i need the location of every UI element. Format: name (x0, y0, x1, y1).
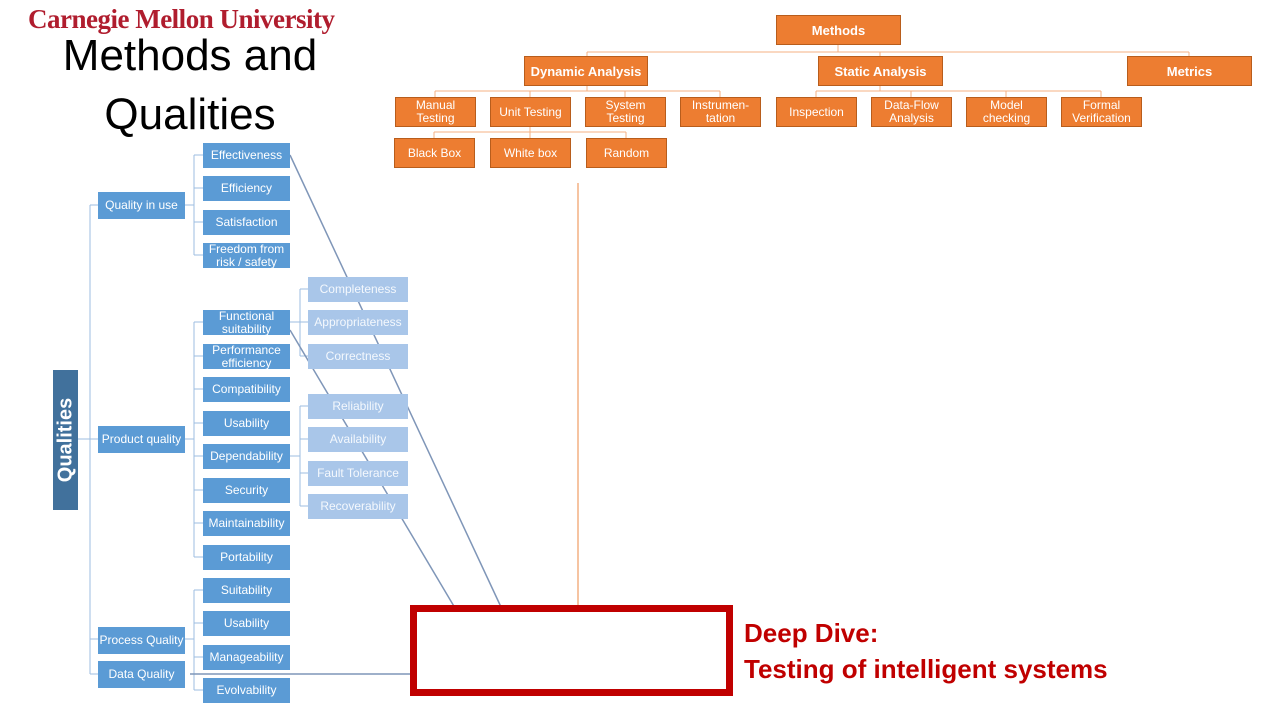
quality-item-freedom-from-risk: Freedom from risk / safety (203, 242, 290, 268)
sub-item-fault-tolerance: Fault Tolerance (308, 461, 408, 486)
quality-item-maintainability: Maintainability (203, 511, 290, 536)
quality-item-satisfaction: Satisfaction (203, 210, 290, 235)
quality-item-security: Security (203, 478, 290, 503)
quality-item-portability: Portability (203, 545, 290, 570)
method-tree-connectors (433, 44, 1190, 138)
static-analysis-box: Static Analysis (818, 56, 943, 86)
method-data-flow-analysis: Data-Flow Analysis (871, 97, 952, 127)
quality-in-use-box: Quality in use (98, 192, 185, 219)
qualities-root-label: Qualities (54, 397, 76, 483)
process-item-usability: Usability (203, 611, 290, 636)
metrics-box: Metrics (1127, 56, 1252, 86)
page-title: Methods and Qualities (40, 26, 340, 144)
quality-item-compatibility: Compatibility (203, 377, 290, 402)
method-unit-testing: Unit Testing (490, 97, 571, 127)
quality-tree-connectors (78, 154, 308, 691)
deep-dive-box (410, 605, 733, 696)
sub-item-availability: Availability (308, 427, 408, 452)
process-item-suitability: Suitability (203, 578, 290, 603)
deep-dive-line-2: Testing of intelligent systems (744, 654, 1108, 684)
method-white-box: White box (490, 138, 571, 168)
sub-item-completeness: Completeness (308, 277, 408, 302)
product-quality-box: Product quality (98, 426, 185, 453)
process-quality-box: Process Quality (98, 627, 185, 654)
quality-item-dependability: Dependability (203, 444, 290, 469)
method-inspection: Inspection (776, 97, 857, 127)
data-quality-box: Data Quality (98, 661, 185, 688)
sub-item-appropriateness: Appropriateness (308, 310, 408, 335)
title-line-2: Qualities (104, 90, 276, 139)
method-model-checking: Model checking (966, 97, 1047, 127)
quality-item-usability: Usability (203, 411, 290, 436)
methods-root-box: Methods (776, 15, 901, 45)
university-logo: Carnegie Mellon University (28, 4, 335, 34)
quality-item-effectiveness: Effectiveness (203, 143, 290, 168)
sub-item-recoverability: Recoverability (308, 494, 408, 519)
process-item-evolvability: Evolvability (203, 678, 290, 703)
quality-item-efficiency: Efficiency (203, 176, 290, 201)
deep-dive-text: Deep Dive: Testing of intelligent system… (744, 615, 1108, 687)
method-black-box: Black Box (394, 138, 475, 168)
method-instrumentation: Instrumen-tation (680, 97, 761, 127)
qualities-root: Qualities (53, 370, 78, 510)
process-item-manageability: Manageability (203, 645, 290, 670)
deep-dive-line-1: Deep Dive: (744, 618, 879, 648)
dynamic-analysis-box: Dynamic Analysis (524, 56, 648, 86)
quality-item-performance-efficiency: Performance efficiency (203, 343, 290, 369)
method-random: Random (586, 138, 667, 168)
method-system-testing: System Testing (585, 97, 666, 127)
title-line-1: Methods and (62, 31, 318, 80)
quality-item-functional-suitability: Functional suitability (203, 309, 290, 335)
method-manual-testing: Manual Testing (395, 97, 476, 127)
sub-item-correctness: Correctness (308, 344, 408, 369)
method-formal-verification: Formal Verification (1061, 97, 1142, 127)
sub-item-reliability: Reliability (308, 394, 408, 419)
